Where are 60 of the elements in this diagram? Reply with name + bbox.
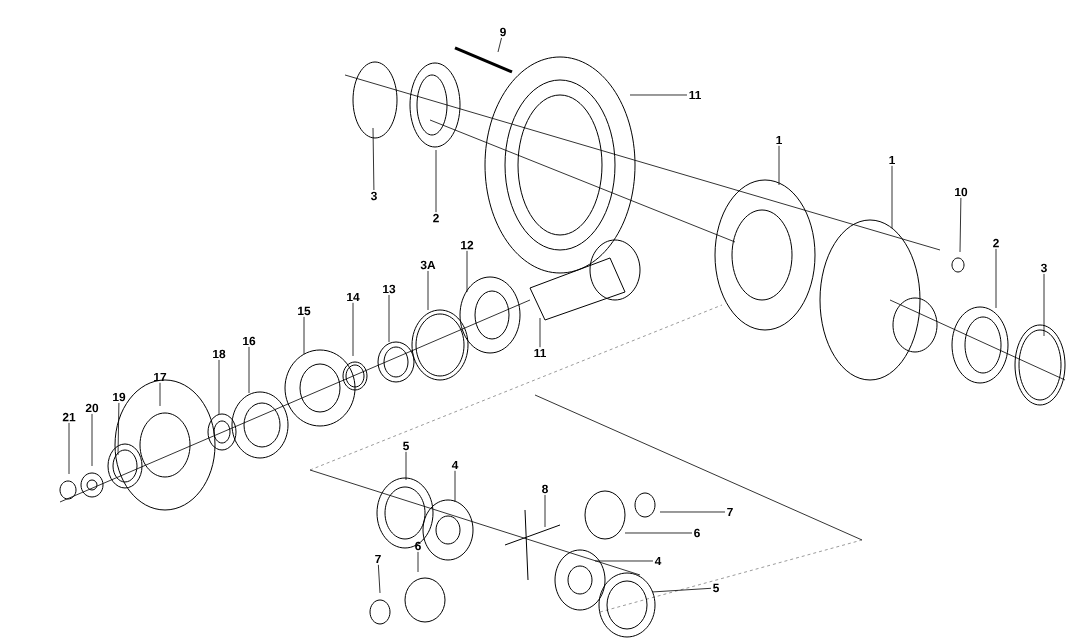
callout-number: 21 — [62, 412, 76, 422]
callout-number: 4 — [451, 460, 459, 470]
callout-number: 20 — [85, 403, 99, 413]
callout-number: 6 — [694, 528, 700, 538]
leader-line — [594, 560, 654, 562]
leader-line — [159, 382, 161, 407]
leader-line — [544, 494, 546, 528]
callout-number: 2 — [993, 238, 999, 248]
callout-number: 11 — [689, 90, 701, 100]
callout-number: 18 — [213, 349, 226, 359]
callout-number: 19 — [113, 392, 126, 402]
callout-number: 12 — [461, 240, 474, 250]
callout-number: 2 — [433, 213, 439, 223]
callout-number: 14 — [347, 292, 360, 302]
leader-line — [377, 564, 381, 594]
leader-line — [629, 94, 688, 96]
leader-line — [891, 165, 893, 229]
leader-line — [218, 359, 220, 415]
leader-line — [388, 294, 390, 343]
leader-line — [1043, 273, 1045, 337]
leader-line — [497, 37, 502, 53]
leader-line — [117, 402, 120, 456]
leader-line — [372, 127, 375, 191]
callout-number: 4 — [654, 556, 662, 566]
callout-number: 10 — [955, 187, 968, 197]
callout-number: 3 — [370, 191, 377, 201]
callout-number: 6 — [415, 541, 421, 551]
leader-line — [539, 317, 541, 348]
leader-line — [466, 250, 468, 293]
leader-line — [435, 149, 437, 213]
callout-number: 3 — [1040, 263, 1047, 273]
leader-line — [454, 470, 456, 503]
callout-number: 11 — [534, 348, 546, 358]
leader-line — [659, 511, 726, 513]
callout-number: 3A — [420, 260, 436, 270]
callout-number: 1 — [776, 135, 782, 145]
callout-number: 5 — [403, 441, 409, 451]
leader-line — [352, 302, 354, 357]
callout-number: 5 — [713, 583, 719, 593]
callout-number: 7 — [727, 507, 733, 517]
leader-line — [68, 422, 70, 475]
leader-line — [427, 270, 429, 311]
callout-number: 15 — [298, 306, 311, 316]
callout-number: 16 — [243, 336, 256, 346]
leader-line — [248, 346, 250, 394]
callout-number: 1 — [889, 155, 895, 165]
leader-line — [995, 248, 997, 309]
leader-line — [959, 197, 962, 253]
leader-line — [91, 413, 93, 467]
leader-line — [624, 532, 693, 534]
callout-number: 13 — [383, 284, 396, 294]
leader-line — [417, 551, 419, 573]
callout-number: 9 — [500, 27, 506, 37]
callout-number: 17 — [154, 372, 167, 382]
leader-line — [651, 587, 712, 593]
callout-number: 7 — [375, 554, 381, 564]
leader-line — [778, 145, 780, 186]
leader-line — [303, 316, 305, 355]
callout-number: 8 — [542, 484, 548, 494]
leader-line — [405, 451, 407, 481]
